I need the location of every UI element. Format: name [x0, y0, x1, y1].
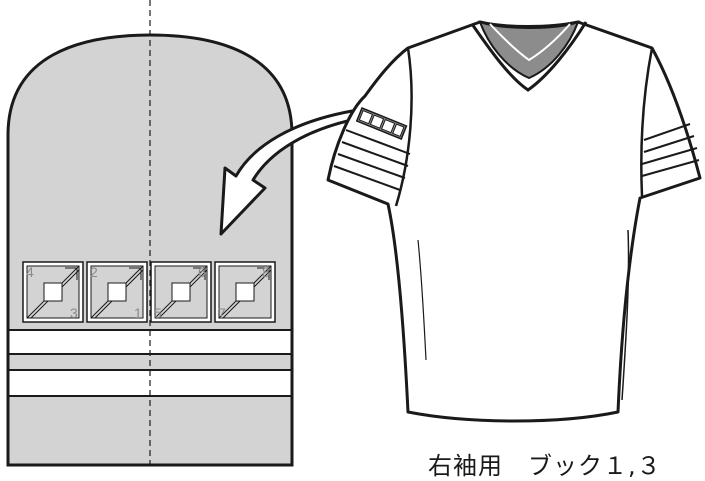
quilt-block: 43: [22, 261, 84, 323]
quilt-block: 65: [150, 261, 212, 323]
quilt-block: 21: [86, 261, 148, 323]
t-shirt-icon: [326, 20, 702, 423]
t-shirt-collar-inner: [478, 20, 580, 80]
sleeve-pattern-panel: [6, 0, 294, 470]
block-number-bottom: 5: [154, 305, 162, 321]
t-shirt-collar: [470, 21, 588, 92]
quilt-block: 87: [214, 261, 276, 323]
block-number-bottom: 7: [218, 305, 226, 321]
block-number-top: 6: [198, 264, 206, 280]
caption-label: 右袖用 ブック１,３: [428, 452, 662, 480]
t-shirt-body: [326, 20, 702, 423]
right-sleeve-cuff: [641, 123, 700, 177]
block-number-top: 8: [262, 264, 270, 280]
curved-arrow-icon: [219, 109, 358, 236]
left-sleeve-cuff: [333, 129, 411, 191]
block-number-bottom: 3: [70, 305, 78, 321]
sleeve-block-patch: [355, 107, 408, 140]
block-number-top: 2: [90, 264, 98, 280]
block-number-bottom: 1: [134, 305, 142, 321]
block-number-top: 4: [26, 264, 34, 280]
